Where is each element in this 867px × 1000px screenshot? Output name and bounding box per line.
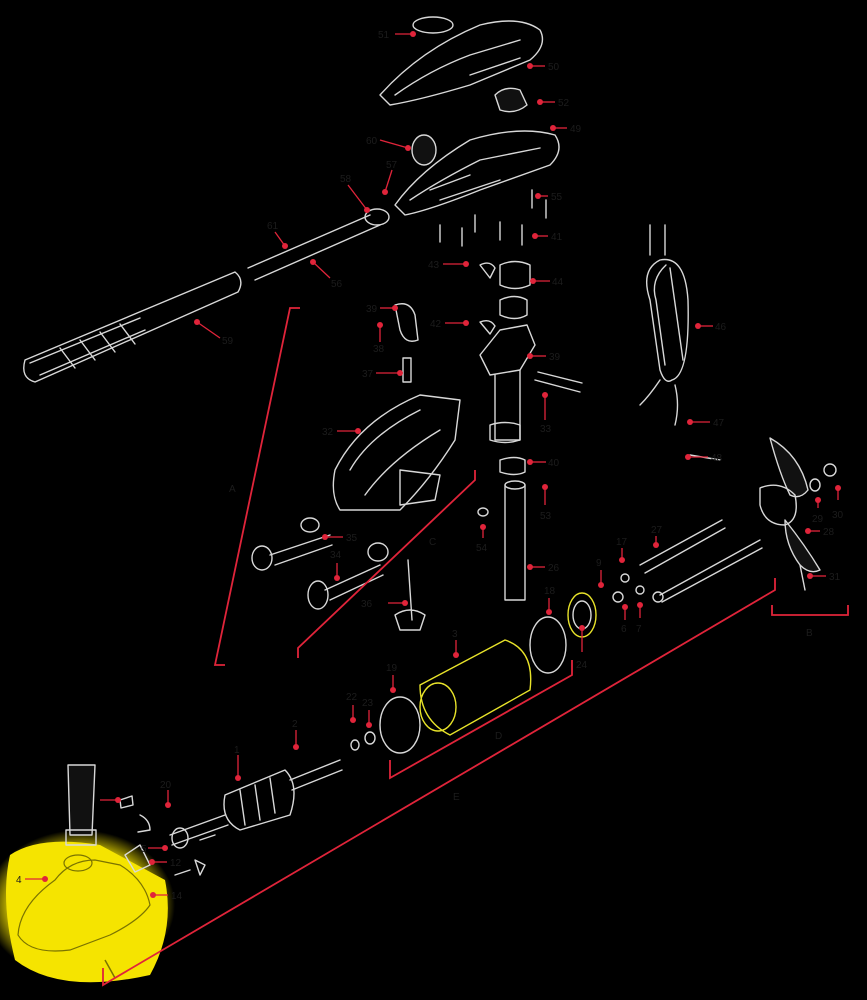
callout-48: 48 — [711, 453, 723, 464]
callout-47: 47 — [713, 418, 725, 429]
callout-33: 33 — [540, 424, 552, 435]
callout-46: 46 — [715, 322, 727, 333]
callouts: 51 50 52 49 60 57 58 55 41 61 56 43 44 5… — [16, 30, 844, 902]
callout-9: 9 — [596, 558, 602, 569]
group-bracket-A — [213, 307, 300, 666]
head-knob — [494, 87, 528, 113]
callout-23: 23 — [362, 698, 374, 709]
callout-56: 56 — [331, 279, 343, 290]
callout-58: 58 — [340, 174, 352, 185]
callout-14: 14 — [171, 891, 183, 902]
callout-60: 60 — [366, 136, 378, 147]
callout-2: 2 — [292, 719, 298, 730]
mount-bracket — [332, 394, 461, 511]
group-label-C: C — [429, 537, 436, 548]
callout-41: 41 — [551, 232, 563, 243]
motor-housing — [350, 639, 532, 754]
callout-27: 27 — [651, 525, 663, 536]
callout-7: 7 — [636, 624, 642, 635]
group-label-D: D — [495, 731, 502, 742]
group-label-B: B — [806, 628, 813, 639]
callout-54: 54 — [476, 543, 488, 554]
small-hardware — [394, 303, 419, 383]
callout-57: 57 — [386, 160, 398, 171]
callout-3: 3 — [452, 629, 458, 640]
group-bracket-C — [297, 470, 476, 658]
callout-1: 1 — [234, 745, 240, 756]
power-cable — [639, 224, 721, 461]
callout-30: 30 — [832, 510, 844, 521]
callout-5: 5 — [141, 844, 147, 855]
callout-12: 12 — [170, 858, 182, 869]
callout-28: 28 — [823, 527, 835, 538]
callout-55: 55 — [551, 192, 563, 203]
propeller — [759, 437, 837, 591]
callout-38: 38 — [373, 344, 385, 355]
callout-29: 29 — [812, 514, 824, 525]
callout-50: 50 — [548, 62, 560, 73]
callout-36: 36 — [361, 599, 373, 610]
group-bracket-D — [389, 660, 573, 780]
callout-37: 37 — [362, 369, 374, 380]
shaft-collar-parts — [477, 260, 583, 601]
callout-39a: 39 — [366, 304, 378, 315]
callout-31: 31 — [829, 572, 841, 583]
callout-4: 4 — [16, 875, 22, 886]
callout-17: 17 — [616, 537, 628, 548]
callout-51: 51 — [378, 30, 390, 41]
group-bracket-E — [102, 578, 776, 987]
callout-49: 49 — [570, 124, 582, 135]
group-bracket-B — [771, 605, 849, 616]
callout-61: 61 — [267, 221, 279, 232]
callout-44: 44 — [552, 277, 564, 288]
armature — [169, 759, 343, 849]
callout-53: 53 — [540, 511, 552, 522]
group-label-E: E — [453, 792, 460, 803]
callout-39b: 39 — [549, 352, 561, 363]
clamp-screws — [251, 517, 426, 631]
through-bolts — [612, 519, 763, 603]
callout-40: 40 — [548, 458, 560, 469]
callout-34: 34 — [330, 550, 342, 561]
callout-52: 52 — [558, 98, 570, 109]
callout-59: 59 — [222, 336, 234, 347]
group-label-A: A — [229, 484, 236, 495]
control-head-base — [394, 130, 560, 216]
callout-19: 19 — [386, 663, 398, 674]
callout-22: 22 — [346, 692, 358, 703]
callout-20: 20 — [160, 780, 172, 791]
callout-6: 6 — [621, 624, 627, 635]
motor-head-cover — [379, 16, 544, 106]
callout-24: 24 — [576, 660, 588, 671]
throttle-knob — [411, 134, 437, 166]
callout-43: 43 — [428, 260, 440, 271]
callout-42: 42 — [430, 319, 442, 330]
callout-32: 32 — [322, 427, 334, 438]
screws-set — [439, 189, 547, 247]
shaft-tube — [65, 764, 216, 876]
tiller-handle — [23, 208, 390, 383]
callout-35: 35 — [346, 533, 358, 544]
lower-unit — [17, 854, 151, 979]
callout-26: 26 — [548, 563, 560, 574]
callout-18: 18 — [544, 586, 556, 597]
